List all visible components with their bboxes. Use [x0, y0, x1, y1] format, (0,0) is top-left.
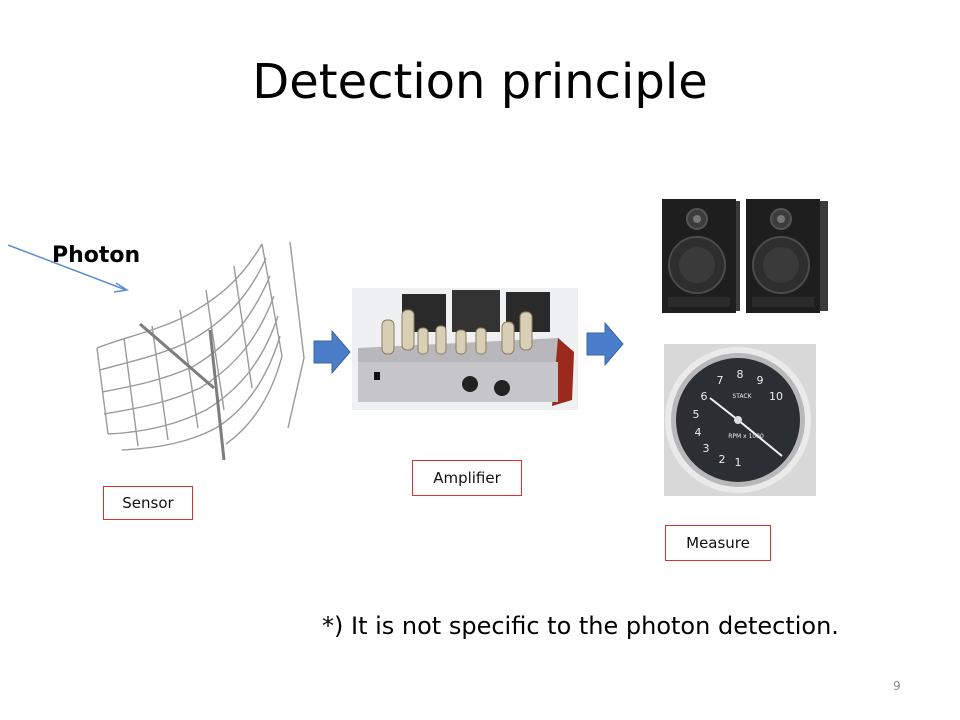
page-number: 9: [893, 679, 901, 693]
gauge-tick: 4: [695, 426, 702, 439]
gauge-tick: 2: [719, 453, 726, 466]
tube-amplifier-icon: [352, 288, 578, 410]
right-arrow-icon: [586, 322, 624, 366]
tachometer-icon: 2 1 3 4 5 6 7 8 9 10 STACK RPM x 1000: [664, 344, 816, 496]
gauge-tick: 6: [701, 390, 708, 403]
slide-title: Detection principle: [252, 54, 708, 110]
measure-label: Measure: [665, 525, 771, 561]
amplifier-label: Amplifier: [412, 460, 522, 496]
gauge-brand: STACK: [732, 393, 752, 400]
gauge-tick: 9: [757, 374, 764, 387]
gauge-tick: 8: [737, 368, 744, 381]
gauge-tick: 3: [703, 442, 710, 455]
gauge-tick: 7: [717, 374, 724, 387]
gauge-unit: RPM x 1000: [728, 433, 764, 440]
photon-arrow-icon: [7, 244, 130, 293]
sensor-label: Sensor: [103, 486, 193, 520]
footnote: *) It is not specific to the photon dete…: [322, 612, 839, 640]
gauge-tick: 10: [769, 390, 783, 403]
gauge-tick: 1: [735, 456, 742, 469]
right-arrow-icon: [313, 330, 351, 374]
speakers-icon: [662, 199, 828, 313]
gauge-tick: 5: [693, 408, 700, 421]
dish-antenna-icon: [96, 241, 305, 460]
photon-label: Photon: [52, 243, 141, 268]
